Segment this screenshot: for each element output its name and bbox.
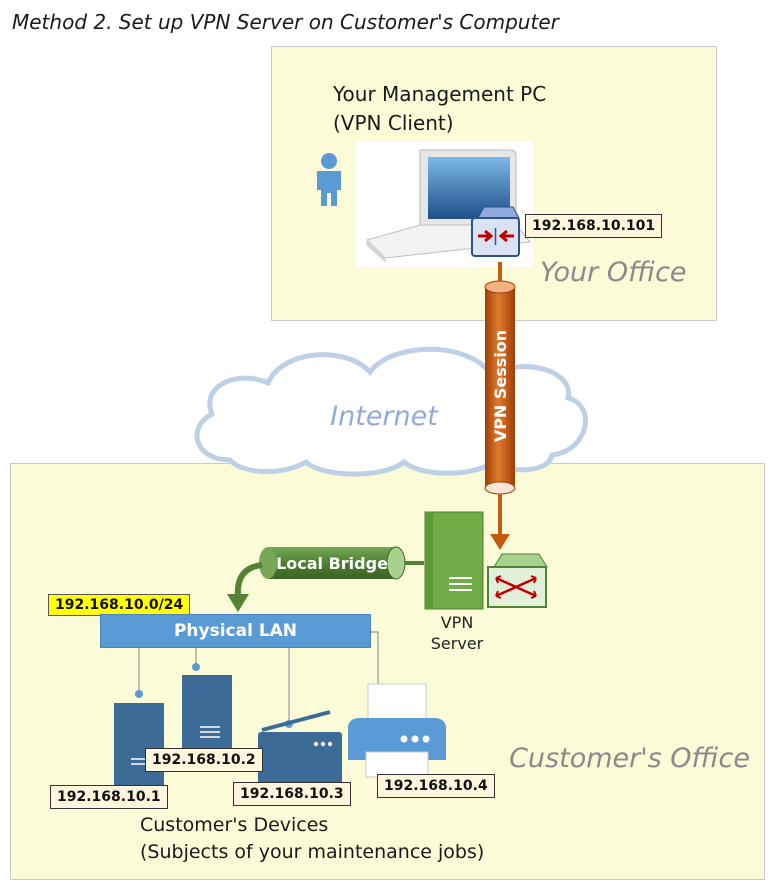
lan-connector-lines [138,631,379,724]
vpn-server-line2: Server [430,634,484,653]
device-2-server-icon [182,675,232,755]
customer-devices-caption: Customer's Devices (Subjects of your mai… [140,812,484,866]
device-2-ip: 192.168.10.2 [145,748,263,772]
customer-office-label: Customer's Office [509,743,750,774]
device-1-ip: 192.168.10.1 [50,785,168,809]
local-bridge-tube [227,546,424,612]
customer-devices-line2: (Subjects of your maintenance jobs) [140,841,485,863]
device-1-server-icon [114,703,164,785]
vpn-session-tube [484,262,516,550]
device-3-ip: 192.168.10.3 [233,782,351,806]
management-pc-line2: (VPN Client) [333,111,454,135]
vpn-server-label: VPN Server [422,612,492,654]
person-icon [317,153,341,206]
device-4-ip: 192.168.10.4 [377,774,495,798]
internet-label: Internet [330,401,439,432]
device-3-scanner-icon [258,710,342,787]
management-pc-label: Your Management PC (VPN Client) [333,80,546,138]
customer-devices-line1: Customer's Devices [140,814,329,836]
physical-lan-bar: Physical LAN [100,614,371,648]
device-4-printer-icon [348,683,446,778]
your-office-label: Your Office [540,257,687,288]
virtual-hub-icon [487,553,548,608]
management-pc-ip: 192.168.10.101 [525,214,663,238]
vpn-client-adapter-icon [471,206,520,257]
lan-subnet-label: 192.168.10.0/24 [48,594,191,616]
management-pc-line1: Your Management PC [333,82,547,106]
customer-office-box [10,463,765,880]
diagram-title: Method 2. Set up VPN Server on Customer'… [12,10,559,34]
vpn-session-label: VPN Session [491,330,510,442]
vpn-server-icon [424,511,484,610]
local-bridge-label: Local Bridge [276,554,388,573]
vpn-server-line1: VPN [440,613,474,632]
